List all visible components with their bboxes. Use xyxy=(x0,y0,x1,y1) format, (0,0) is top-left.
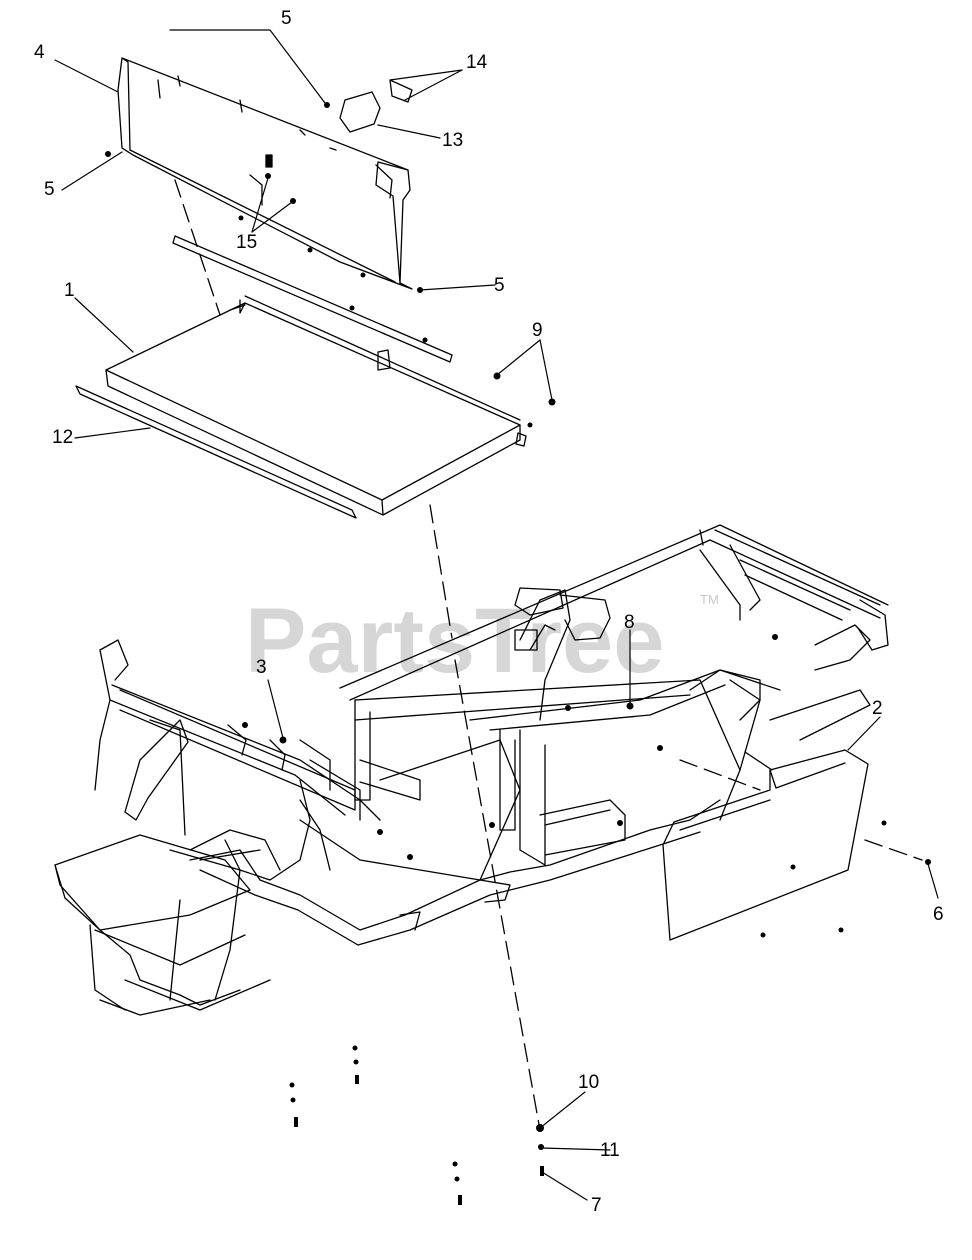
leader-14-b xyxy=(404,69,463,101)
leader-15-b xyxy=(251,201,293,233)
bolt-3 xyxy=(279,736,287,744)
callout-5-top: 5 xyxy=(281,8,292,29)
seat-base-plate xyxy=(105,295,527,516)
leader-5-top xyxy=(169,29,326,104)
leader-lines xyxy=(54,29,939,1201)
leader-2 xyxy=(847,716,881,751)
leader-5-left xyxy=(61,151,123,191)
lockwasher-11 xyxy=(538,1144,544,1150)
nut-9-b xyxy=(548,398,556,406)
leader-9-b xyxy=(539,339,553,401)
callout-7: 7 xyxy=(591,1195,602,1216)
leader-10 xyxy=(539,1091,586,1129)
bolt-6 xyxy=(925,859,931,865)
callout-11: 11 xyxy=(600,1140,620,1161)
leader-3 xyxy=(267,679,284,739)
leader-14-a xyxy=(389,69,463,81)
callout-8: 8 xyxy=(624,612,635,633)
callout-2: 2 xyxy=(872,698,883,719)
watermark: PartsTree xyxy=(245,590,664,692)
bracket-part-13 xyxy=(339,79,413,133)
main-frame xyxy=(54,524,889,1016)
hardware xyxy=(105,102,931,1205)
trim-strip-upper xyxy=(172,235,453,363)
bolt-15-b xyxy=(290,198,296,204)
callout-6: 6 xyxy=(933,904,944,925)
watermark-trademark: TM xyxy=(700,592,719,607)
callout-13: 13 xyxy=(442,130,463,151)
callout-15: 15 xyxy=(236,232,257,253)
callout-5-right: 5 xyxy=(494,275,505,296)
leader-4 xyxy=(54,59,119,93)
leader-11 xyxy=(541,1147,611,1151)
callout-12: 12 xyxy=(52,427,73,448)
callout-labels: 4 5 5 5 14 13 15 1 12 9 3 8 2 6 10 11 7 xyxy=(34,8,944,1216)
leader-13 xyxy=(377,124,441,139)
trim-strip-lower xyxy=(75,385,357,519)
nut-8 xyxy=(626,702,634,710)
bolt-15-a xyxy=(265,173,271,179)
leader-5-right xyxy=(419,284,496,291)
leader-1 xyxy=(74,297,134,353)
callout-14: 14 xyxy=(466,52,488,73)
bolt-5-left xyxy=(105,151,111,157)
leader-15-a xyxy=(251,177,269,233)
washer-10 xyxy=(536,1124,544,1132)
bolt-5-top xyxy=(324,102,330,108)
bolt-7 xyxy=(540,1166,544,1176)
leader-6 xyxy=(927,863,939,899)
callout-5-left: 5 xyxy=(44,179,55,200)
side-panel xyxy=(662,749,869,941)
callout-9: 9 xyxy=(532,320,543,341)
leader-7 xyxy=(541,1171,588,1201)
callout-1: 1 xyxy=(64,280,75,301)
nut-9-a xyxy=(493,372,501,380)
leader-12 xyxy=(74,427,151,439)
callout-4: 4 xyxy=(34,42,45,63)
callout-3: 3 xyxy=(256,657,267,678)
bolt-5-right xyxy=(417,287,423,293)
alignment-dashes xyxy=(174,179,923,1131)
callout-10: 10 xyxy=(578,1072,599,1093)
leader-9-a xyxy=(496,339,541,376)
